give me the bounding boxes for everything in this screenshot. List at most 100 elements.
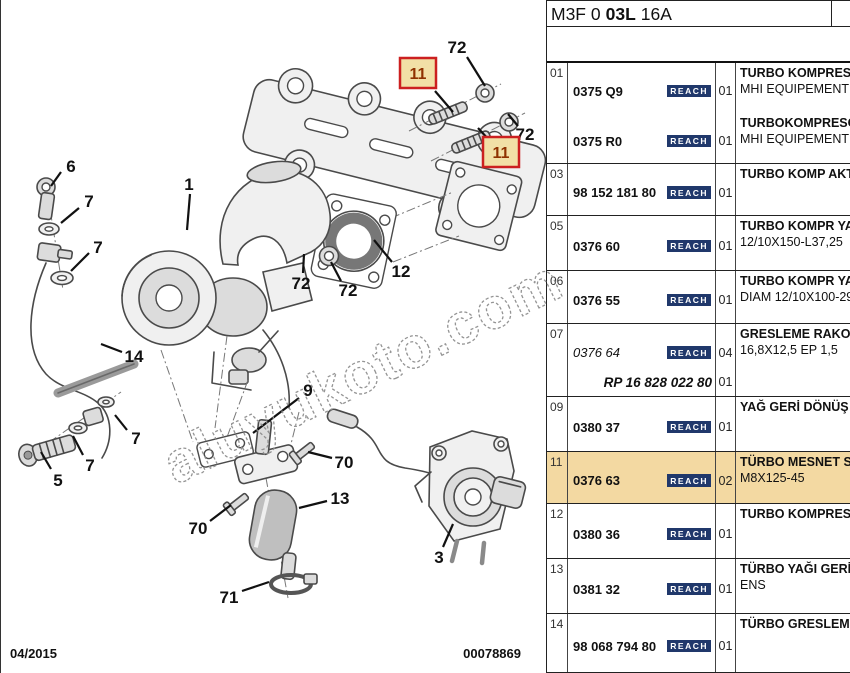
quantity: 01	[718, 134, 733, 148]
qty-entry: 01	[716, 397, 735, 451]
callout-leader-line	[100, 342, 123, 354]
part-description-main: TURBO KOMPR YA	[740, 274, 850, 288]
catalog-code-suffix: 16A	[640, 4, 672, 24]
item-number: 14	[550, 617, 564, 631]
part-number: RP 16 828 022 80	[603, 375, 712, 390]
quantity: 01	[718, 185, 733, 200]
callout-label-72: 72	[516, 125, 535, 144]
callout-leader-line	[507, 113, 519, 127]
reach-badge[interactable]: REACH	[667, 527, 711, 541]
desc-entry: TURBO KOMP AKT	[736, 164, 850, 215]
parts-row-13[interactable]: 13 0381 32 REACH 01 TÜRBO YAĞI GERİ ENS	[547, 559, 850, 614]
header-cell-divider	[830, 1, 832, 26]
callout-leader-line	[330, 261, 342, 282]
item-number-cell: 09	[547, 397, 568, 451]
part-description-detail: M8X125-45	[740, 471, 805, 485]
part-number: 0381 32	[573, 581, 620, 597]
quantity-cell: 01	[716, 216, 736, 270]
callout-leader-line	[434, 90, 454, 113]
part-description-main: TURBOKOMPRESÖ	[740, 116, 850, 130]
quantity-cell: 01	[716, 559, 736, 613]
quantity-cell: 01	[716, 397, 736, 451]
item-number-cell: 14	[547, 614, 568, 672]
qty-entry: 02	[716, 452, 735, 503]
reach-badge[interactable]: REACH	[667, 420, 711, 434]
highlighted-callout-box-11[interactable]	[481, 135, 521, 169]
callout-leader-line	[298, 499, 328, 510]
part-description-main: TURBO KOMPRESÖ	[740, 66, 850, 80]
reach-badge[interactable]: REACH	[667, 346, 711, 359]
callout-label-7: 7	[84, 192, 93, 211]
callout-label-5: 5	[53, 471, 62, 490]
callout-label-11[interactable]: 11	[410, 66, 427, 83]
catalog-code-bold: 03L	[605, 4, 636, 24]
reach-badge[interactable]: REACH	[667, 239, 711, 253]
reach-badge[interactable]: REACH	[667, 84, 711, 98]
item-number: 09	[550, 400, 564, 414]
callout-leader-line	[241, 580, 270, 593]
part-number: 0376 63	[573, 473, 620, 488]
part-number: 0375 Q9	[573, 83, 623, 99]
highlighted-callout-box-11[interactable]	[398, 56, 438, 90]
quantity: 04	[718, 345, 733, 360]
callout-label-70: 70	[335, 453, 354, 472]
reach-badge[interactable]: REACH	[667, 639, 711, 653]
qty-entry: 01	[716, 271, 735, 323]
callout-label-1: 1	[184, 175, 193, 194]
part-description-main: TÜRBO GRESLEME	[740, 617, 850, 631]
callout-label-11[interactable]: 11	[493, 145, 510, 162]
qty-entry: 01	[716, 559, 735, 613]
callout-leader-line	[114, 414, 128, 431]
part-description-main: TÜRBO MESNET S	[740, 455, 850, 469]
quantity: 01	[718, 84, 733, 98]
callout-leader-line	[373, 239, 393, 263]
part-entry: 0376 60 REACH	[568, 216, 715, 270]
item-number-cell: 01	[547, 63, 568, 163]
quantity: 01	[718, 375, 733, 389]
part-entry: RP 16 828 022 80	[568, 375, 715, 396]
reach-badge[interactable]: REACH	[667, 582, 711, 596]
quantity-cell: 01	[716, 504, 736, 558]
revision-date: 04/2015	[10, 646, 57, 661]
part-number: 0380 37	[573, 419, 620, 435]
item-number-cell: 13	[547, 559, 568, 613]
part-number: 0376 60	[573, 238, 620, 254]
quantity-cell: 01	[716, 271, 736, 323]
reach-badge[interactable]: REACH	[667, 186, 711, 199]
reach-badge[interactable]: REACH	[667, 474, 711, 487]
item-number: 03	[550, 167, 564, 181]
reach-badge[interactable]: REACH	[667, 293, 711, 307]
diagram-line-art	[18, 67, 546, 599]
part-description-detail: ENS	[740, 578, 766, 592]
part-description-main: TÜRBO YAĞI GERİ	[740, 562, 850, 576]
item-number: 12	[550, 507, 564, 521]
quantity: 01	[718, 582, 733, 596]
part-description-detail: 16,8X12,5 EP 1,5	[740, 343, 838, 357]
item-number: 01	[550, 66, 564, 80]
part-description-main: TURBO KOMPRESÖ	[740, 507, 850, 521]
reach-badge[interactable]: REACH	[667, 134, 711, 148]
